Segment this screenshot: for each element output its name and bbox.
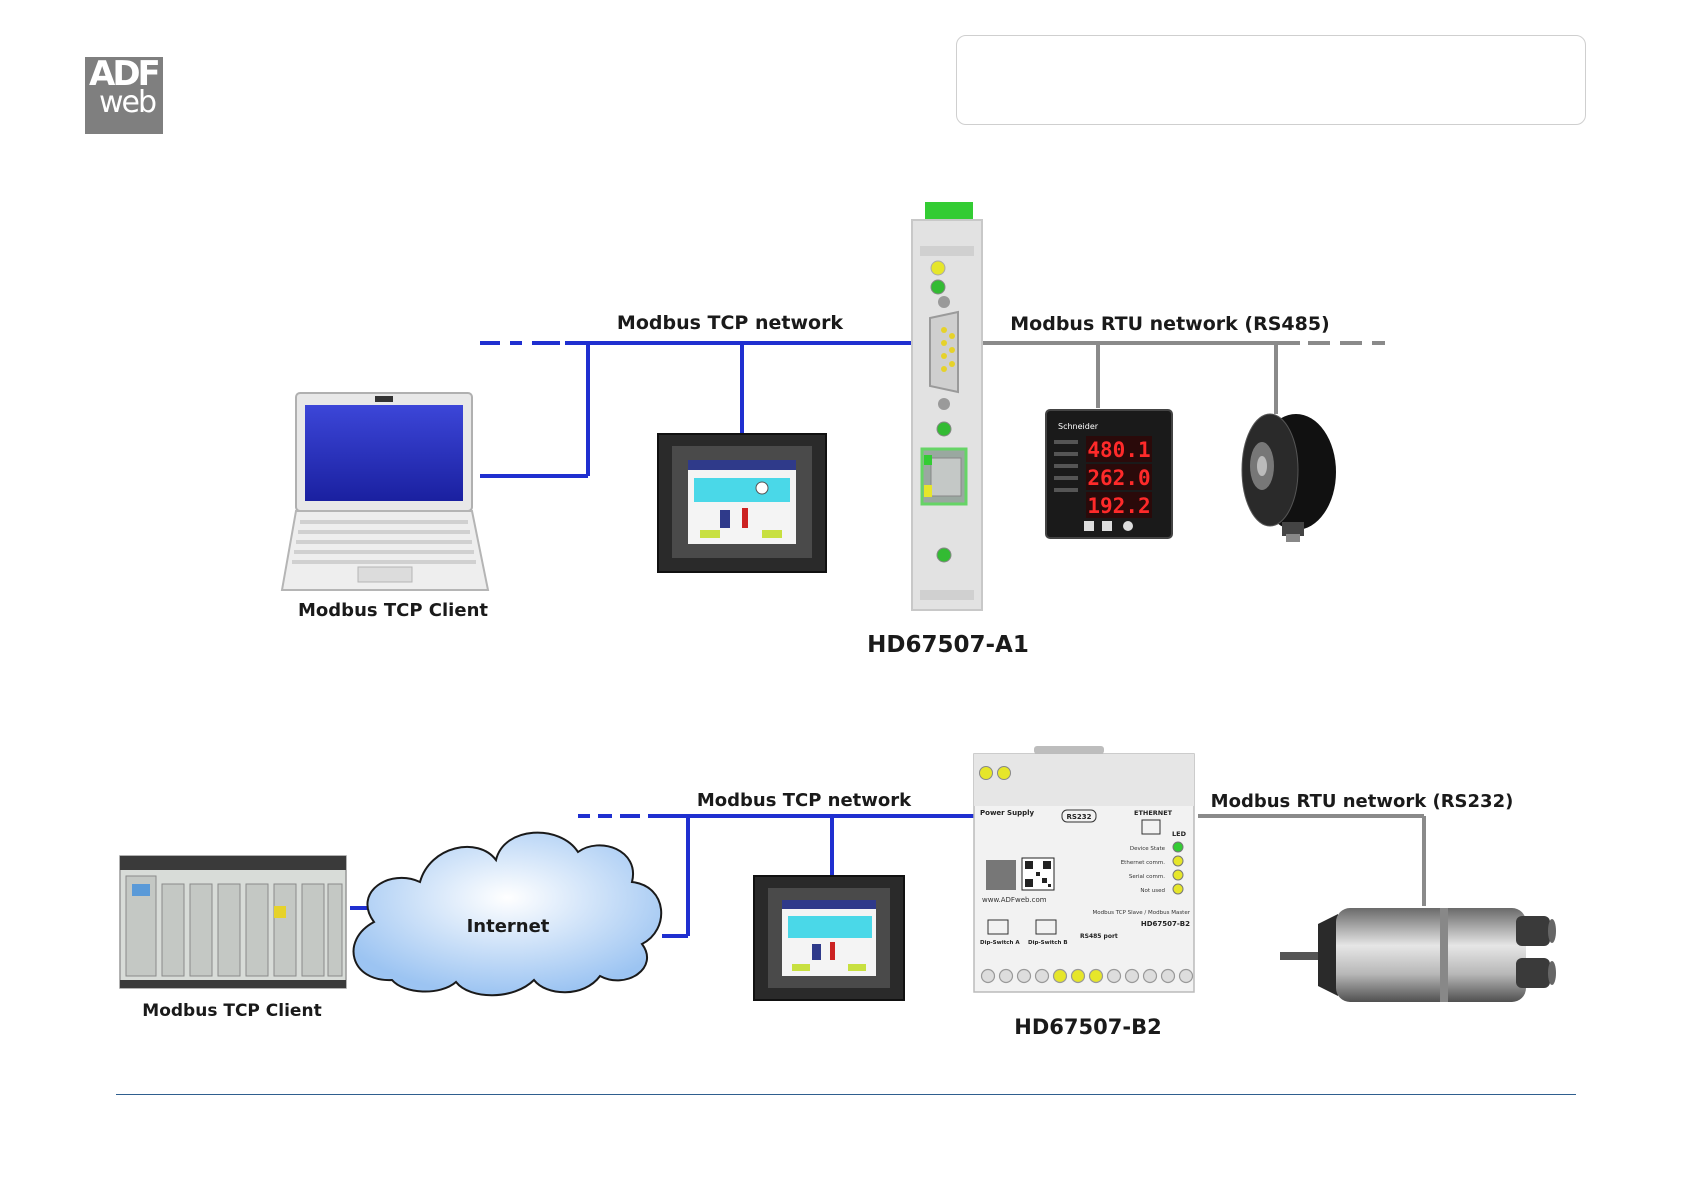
top-rtu-network-label: Modbus RTU network (RS485): [1010, 313, 1329, 335]
hmi-panel-top: [657, 433, 827, 573]
hd67507-a1-device: [911, 202, 983, 611]
logo-line2: web: [99, 85, 157, 120]
bottom-rtu-network-label: Modbus RTU network (RS232): [1211, 791, 1514, 812]
header-box: [956, 35, 1586, 125]
panel-ethernet: ETHERNET: [1134, 809, 1173, 817]
top-tcp-network-label: Modbus TCP network: [617, 312, 844, 334]
encoder-icon-top: [1241, 413, 1336, 542]
bottom-rtu-lines: [1198, 814, 1426, 906]
motor-encoder-icon: [1280, 908, 1556, 1002]
hd67507-b2-device: Power Supply RS232 ETHERNET LED Device S…: [973, 746, 1195, 993]
panel-led-item-4: Not used: [1140, 888, 1165, 894]
hmi-panel-bottom: [753, 875, 905, 1001]
panel-led-item-1: Device State: [1130, 846, 1166, 852]
top-device-label: HD67507-A1: [867, 632, 1029, 658]
top-tcp-lines: [480, 341, 915, 478]
bottom-device-label: HD67507-B2: [1014, 1015, 1161, 1039]
panel-product-desc: Modbus TCP Slave / Modbus Master: [1093, 910, 1191, 916]
bottom-client-label: Modbus TCP Client: [142, 1001, 321, 1021]
panel-rs232: RS232: [1066, 813, 1091, 821]
meter-reading-3: 192.2: [1087, 494, 1150, 518]
panel-product-code: HD67507-B2: [1141, 920, 1190, 928]
top-client-label: Modbus TCP Client: [298, 600, 488, 621]
bottom-tcp-network-label: Modbus TCP network: [697, 790, 912, 811]
panel-website: www.ADFweb.com: [982, 896, 1047, 904]
footer-divider: [116, 1094, 1576, 1095]
panel-dip-a: Dip-Switch A: [980, 940, 1020, 946]
panel-rs485-port: RS485 port: [1080, 933, 1118, 940]
meter-reading-2: 262.0: [1087, 466, 1150, 490]
top-rtu-lines: [980, 341, 1385, 414]
plc-rack-icon: [119, 855, 347, 989]
logo-line1: ADF: [89, 54, 161, 94]
meter-brand: Schneider: [1058, 422, 1099, 431]
panel-led: LED: [1172, 830, 1187, 838]
cloud-label: Internet: [467, 916, 550, 937]
power-meter-icon: Schneider 480.1 262.0 192.2: [1045, 409, 1173, 539]
meter-reading-1: 480.1: [1087, 438, 1150, 462]
panel-led-item-3: Serial comm.: [1129, 874, 1165, 880]
laptop-icon: [280, 392, 490, 591]
panel-dip-b: Dip-Switch B: [1028, 940, 1068, 946]
internet-cloud-icon: [352, 831, 663, 997]
panel-power-supply: Power Supply: [980, 809, 1034, 817]
adfweb-logo: ADF web: [85, 57, 163, 134]
bottom-tcp-lines: [350, 814, 975, 938]
panel-led-item-2: Ethernet comm.: [1121, 860, 1166, 866]
